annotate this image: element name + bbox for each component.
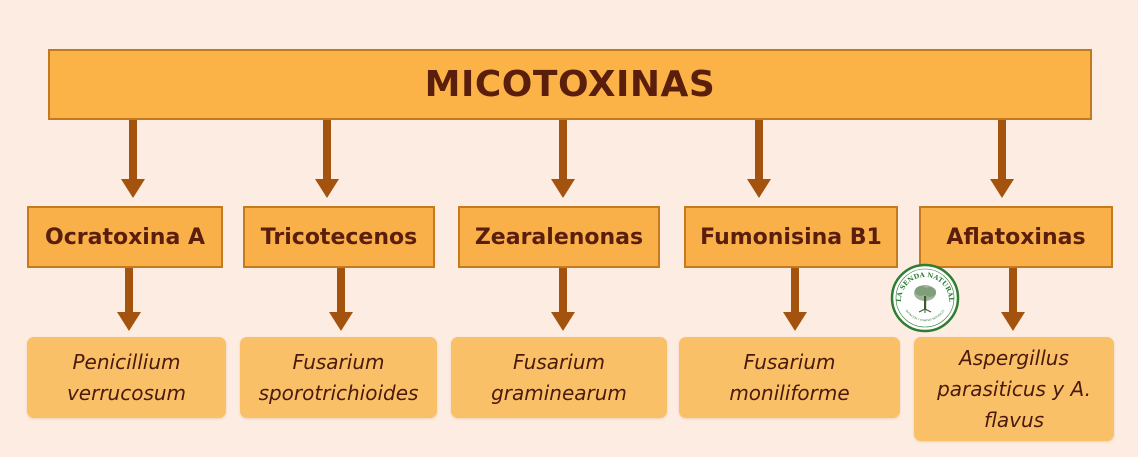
toxin-node-zearalenonas: Zearalenonas [458, 206, 660, 268]
arrow-down-icon [747, 120, 771, 198]
brand-logo: LA SENDA NATURAL NUTRICIÓN Y TERAPIAS NA… [890, 263, 960, 333]
root-node-micotoxinas: MICOTOXINAS [48, 49, 1092, 120]
source-node-fusarium-graminearum: Fusarium graminearum [451, 337, 667, 418]
source-node-fusarium-sporotrichioides: Fusarium sporotrichioides [240, 337, 437, 418]
source-label: Fusarium graminearum [491, 349, 627, 405]
source-label: Aspergillus parasiticus y A. flavus [937, 345, 1091, 432]
toxin-label: Fumonisina B1 [700, 224, 882, 250]
toxin-node-aflatoxinas: Aflatoxinas [919, 206, 1113, 268]
source-node-penicillium-verrucosum: Penicillium verrucosum [27, 337, 226, 418]
toxin-label: Zearalenonas [474, 224, 644, 250]
arrow-down-icon [783, 268, 807, 331]
toxin-label: Tricotecenos [260, 224, 418, 250]
tree-logo-icon: LA SENDA NATURAL NUTRICIÓN Y TERAPIAS NA… [890, 263, 960, 333]
arrow-down-icon [121, 120, 145, 198]
source-node-fusarium-moniliforme: Fusarium moniliforme [679, 337, 900, 418]
arrow-down-icon [315, 120, 339, 198]
source-label: Fusarium sporotrichioides [258, 349, 419, 405]
arrow-down-icon [329, 268, 353, 331]
arrow-down-icon [551, 120, 575, 198]
source-label: Penicillium verrucosum [66, 349, 187, 405]
arrow-down-icon [117, 268, 141, 331]
arrow-down-icon [1001, 268, 1025, 331]
toxin-label: Aflatoxinas [946, 224, 1086, 250]
toxin-label: Ocratoxina A [45, 224, 205, 250]
source-node-aspergillus: Aspergillus parasiticus y A. flavus [914, 337, 1114, 441]
toxin-node-ocratoxina-a: Ocratoxina A [27, 206, 223, 268]
toxin-node-fumonisina-b1: Fumonisina B1 [684, 206, 898, 268]
toxin-node-tricotecenos: Tricotecenos [243, 206, 435, 268]
arrow-down-icon [551, 268, 575, 331]
diagram-title: MICOTOXINAS [424, 64, 716, 105]
source-label: Fusarium moniliforme [729, 349, 850, 405]
arrow-down-icon [990, 120, 1014, 198]
